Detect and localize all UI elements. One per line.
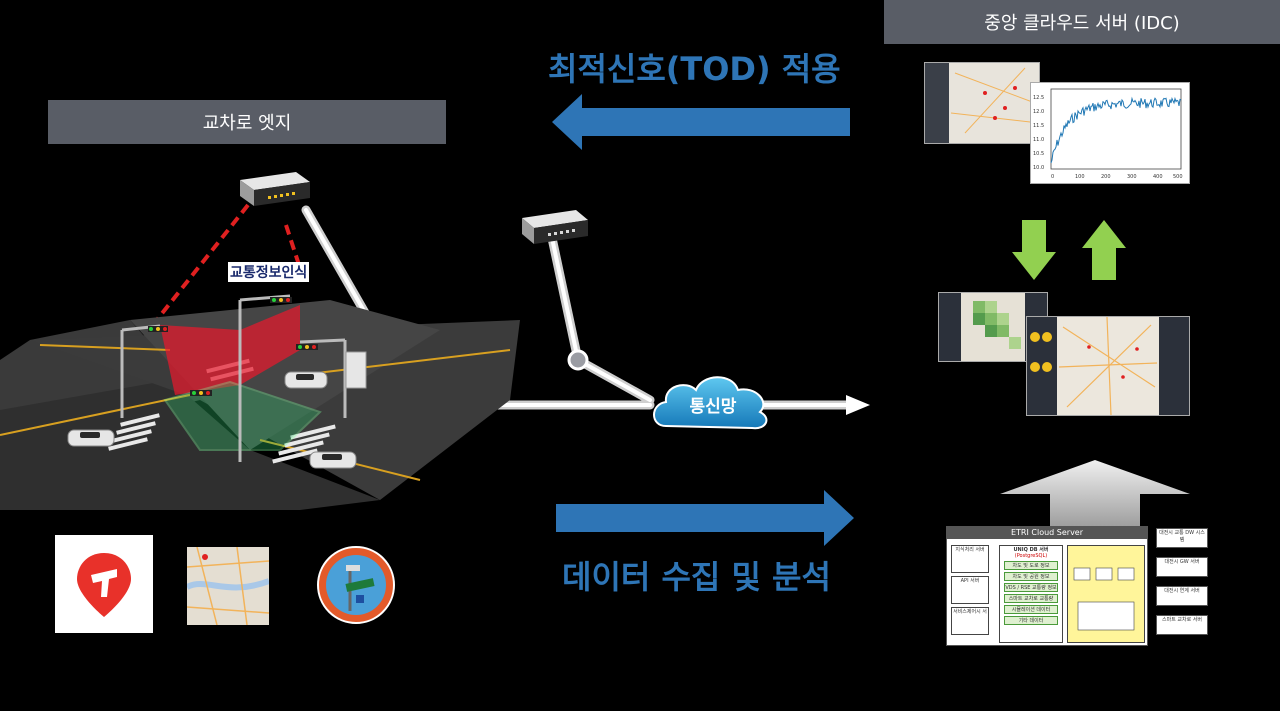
tod-label: 최적신호(TOD) 적용	[548, 50, 841, 88]
db-row: 차도 및 공원 정보	[1004, 572, 1058, 581]
loss-plot: 12.5 12.0 11.5 11.0 10.5 10.0 0 100 200 …	[1030, 82, 1190, 184]
db-row: 스마트 교차로 교통량	[1004, 594, 1058, 603]
external-box: 대전시 연계 서버	[1156, 586, 1208, 606]
collect-label: 데이터 수집 및 분석	[562, 558, 831, 596]
network-label: 통신망	[689, 397, 737, 417]
map-thumbnail-icon	[185, 546, 271, 626]
cloud-banner: 중앙 클라우드 서버 (IDC)	[884, 0, 1280, 44]
traffic-sensor-icon	[317, 546, 395, 624]
y-tick: 11.5	[1033, 123, 1044, 129]
tod-arrow	[552, 94, 850, 150]
external-box: 대전시 GW 서버	[1156, 557, 1208, 577]
x-tick: 200	[1101, 174, 1111, 180]
tmap-logo	[55, 535, 153, 633]
external-box: 대전시 교통 DW 시스템	[1156, 528, 1208, 548]
x-tick: 400	[1153, 174, 1163, 180]
dashboard-map-thumbnail	[1026, 316, 1190, 416]
db-row: 기타 데이터	[1004, 616, 1058, 625]
y-tick: 11.0	[1033, 137, 1044, 143]
external-box: 스마트 교차로 서버	[1156, 615, 1208, 635]
x-tick: 300	[1127, 174, 1137, 180]
db-title: UNIQ DB 서버	[1013, 547, 1049, 553]
network-cloud-icon	[653, 376, 768, 430]
server-title: ETRI Cloud Server	[947, 527, 1147, 539]
x-tick: 500	[1173, 174, 1183, 180]
server-left-box: 지식처리 서버	[951, 545, 989, 573]
db-subtitle: (PostgreSQL)	[1014, 553, 1048, 559]
relay-server-icon	[522, 210, 588, 244]
recognition-label: 교통정보인식	[228, 262, 310, 282]
collect-arrow	[556, 490, 854, 546]
y-tick: 10.5	[1033, 151, 1044, 157]
y-tick: 12.5	[1033, 95, 1044, 101]
download-arrow	[1012, 220, 1056, 280]
server-left-box: 서비스제어시 서	[951, 607, 989, 635]
y-tick: 10.0	[1033, 165, 1044, 171]
x-tick: 0	[1051, 174, 1054, 180]
x-tick: 100	[1075, 174, 1085, 180]
y-tick: 12.0	[1033, 109, 1044, 115]
cloud-map-thumbnail	[924, 62, 1040, 144]
etri-server-diagram: ETRI Cloud Server 지식처리 서버 API 서버 서비스제어시 …	[946, 526, 1148, 646]
db-row: 시뮬레이션 데이터	[1004, 605, 1058, 614]
server-left-box: API 서버	[951, 576, 989, 604]
aggregate-arrow	[1000, 460, 1190, 530]
edge-title: 교차로 엣지	[202, 113, 292, 134]
intersection-scene	[0, 294, 520, 510]
db-row: VDS / RSE 교통량 정보	[1004, 583, 1058, 592]
edge-server-icon	[240, 172, 310, 206]
cloud-title: 중앙 클라우드 서버 (IDC)	[984, 13, 1180, 34]
edge-banner: 교차로 엣지	[48, 100, 446, 144]
db-row: 차도 및 도로 정보	[1004, 561, 1058, 570]
upload-arrow	[1082, 220, 1126, 280]
